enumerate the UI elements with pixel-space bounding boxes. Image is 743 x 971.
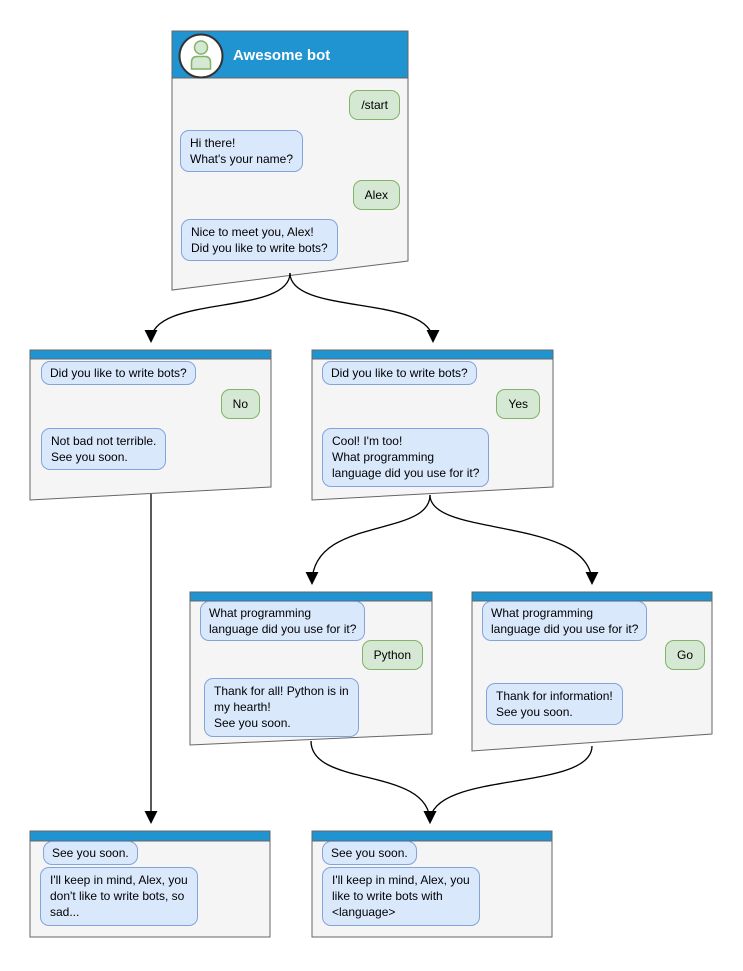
chat-bubble-bot-end-yes-reply: I'll keep in mind, Alex, you like to wri… <box>322 867 480 926</box>
chat-bubble-bot-python-reply: Thank for all! Python is in my hearth! S… <box>204 678 359 737</box>
chat-bubble-bot-see-you-soon: See you soon. <box>322 841 417 866</box>
chat-bubble-user-name: Alex <box>352 180 400 211</box>
arrow-main-to-yes <box>289 272 440 343</box>
chat-bubble-user-python: Python <box>361 640 423 671</box>
arrow-yes-to-python <box>305 494 431 585</box>
chat-bubble-bot-question-repeat: Did you like to write bots? <box>41 361 196 386</box>
arrow-python-to-end-yes <box>310 740 437 824</box>
end-yes-header <box>311 830 553 842</box>
arrow-yes-to-go <box>429 494 599 585</box>
chat-bubble-bot-see-you-soon: See you soon. <box>43 841 138 866</box>
chat-bubble-bot-no-reply: Not bad not terrible. See you soon. <box>41 428 167 471</box>
chat-bubble-bot-question-repeat: Did you like to write bots? <box>322 361 477 386</box>
chat-bubble-user-start: /start <box>349 90 400 121</box>
arrow-main-to-no <box>144 272 291 343</box>
chat-bubble-bot-greeting: Hi there! What's your name? <box>180 130 304 173</box>
branch-python-header <box>189 591 433 602</box>
chat-bubble-bot-go-reply: Thank for information! See you soon. <box>486 683 623 726</box>
chat-bubble-user-no: No <box>220 389 260 420</box>
arrow-go-to-end-yes <box>423 745 593 824</box>
chat-bubble-bot-language-question: What programming language did you use fo… <box>482 601 648 642</box>
branch-yes-header <box>311 349 554 360</box>
chat-bubble-bot-language-question: What programming language did you use fo… <box>200 601 366 642</box>
chat-bubble-user-yes: Yes <box>496 389 540 420</box>
chat-bubble-bot-end-no-reply: I'll keep in mind, Alex, you don't like … <box>40 867 198 926</box>
person-icon <box>193 40 209 55</box>
chat-bubble-user-go: Go <box>664 640 705 671</box>
chat-bubble-bot-question: Nice to meet you, Alex! Did you like to … <box>181 219 338 262</box>
branch-no-header <box>29 349 272 360</box>
chat-bubble-bot-yes-reply: Cool! I'm too! What programming language… <box>322 428 490 487</box>
bot-avatar <box>178 33 224 79</box>
end-no-header <box>29 830 271 842</box>
bot-window-title: Awesome bot <box>233 47 331 64</box>
branch-go-header <box>471 591 713 602</box>
